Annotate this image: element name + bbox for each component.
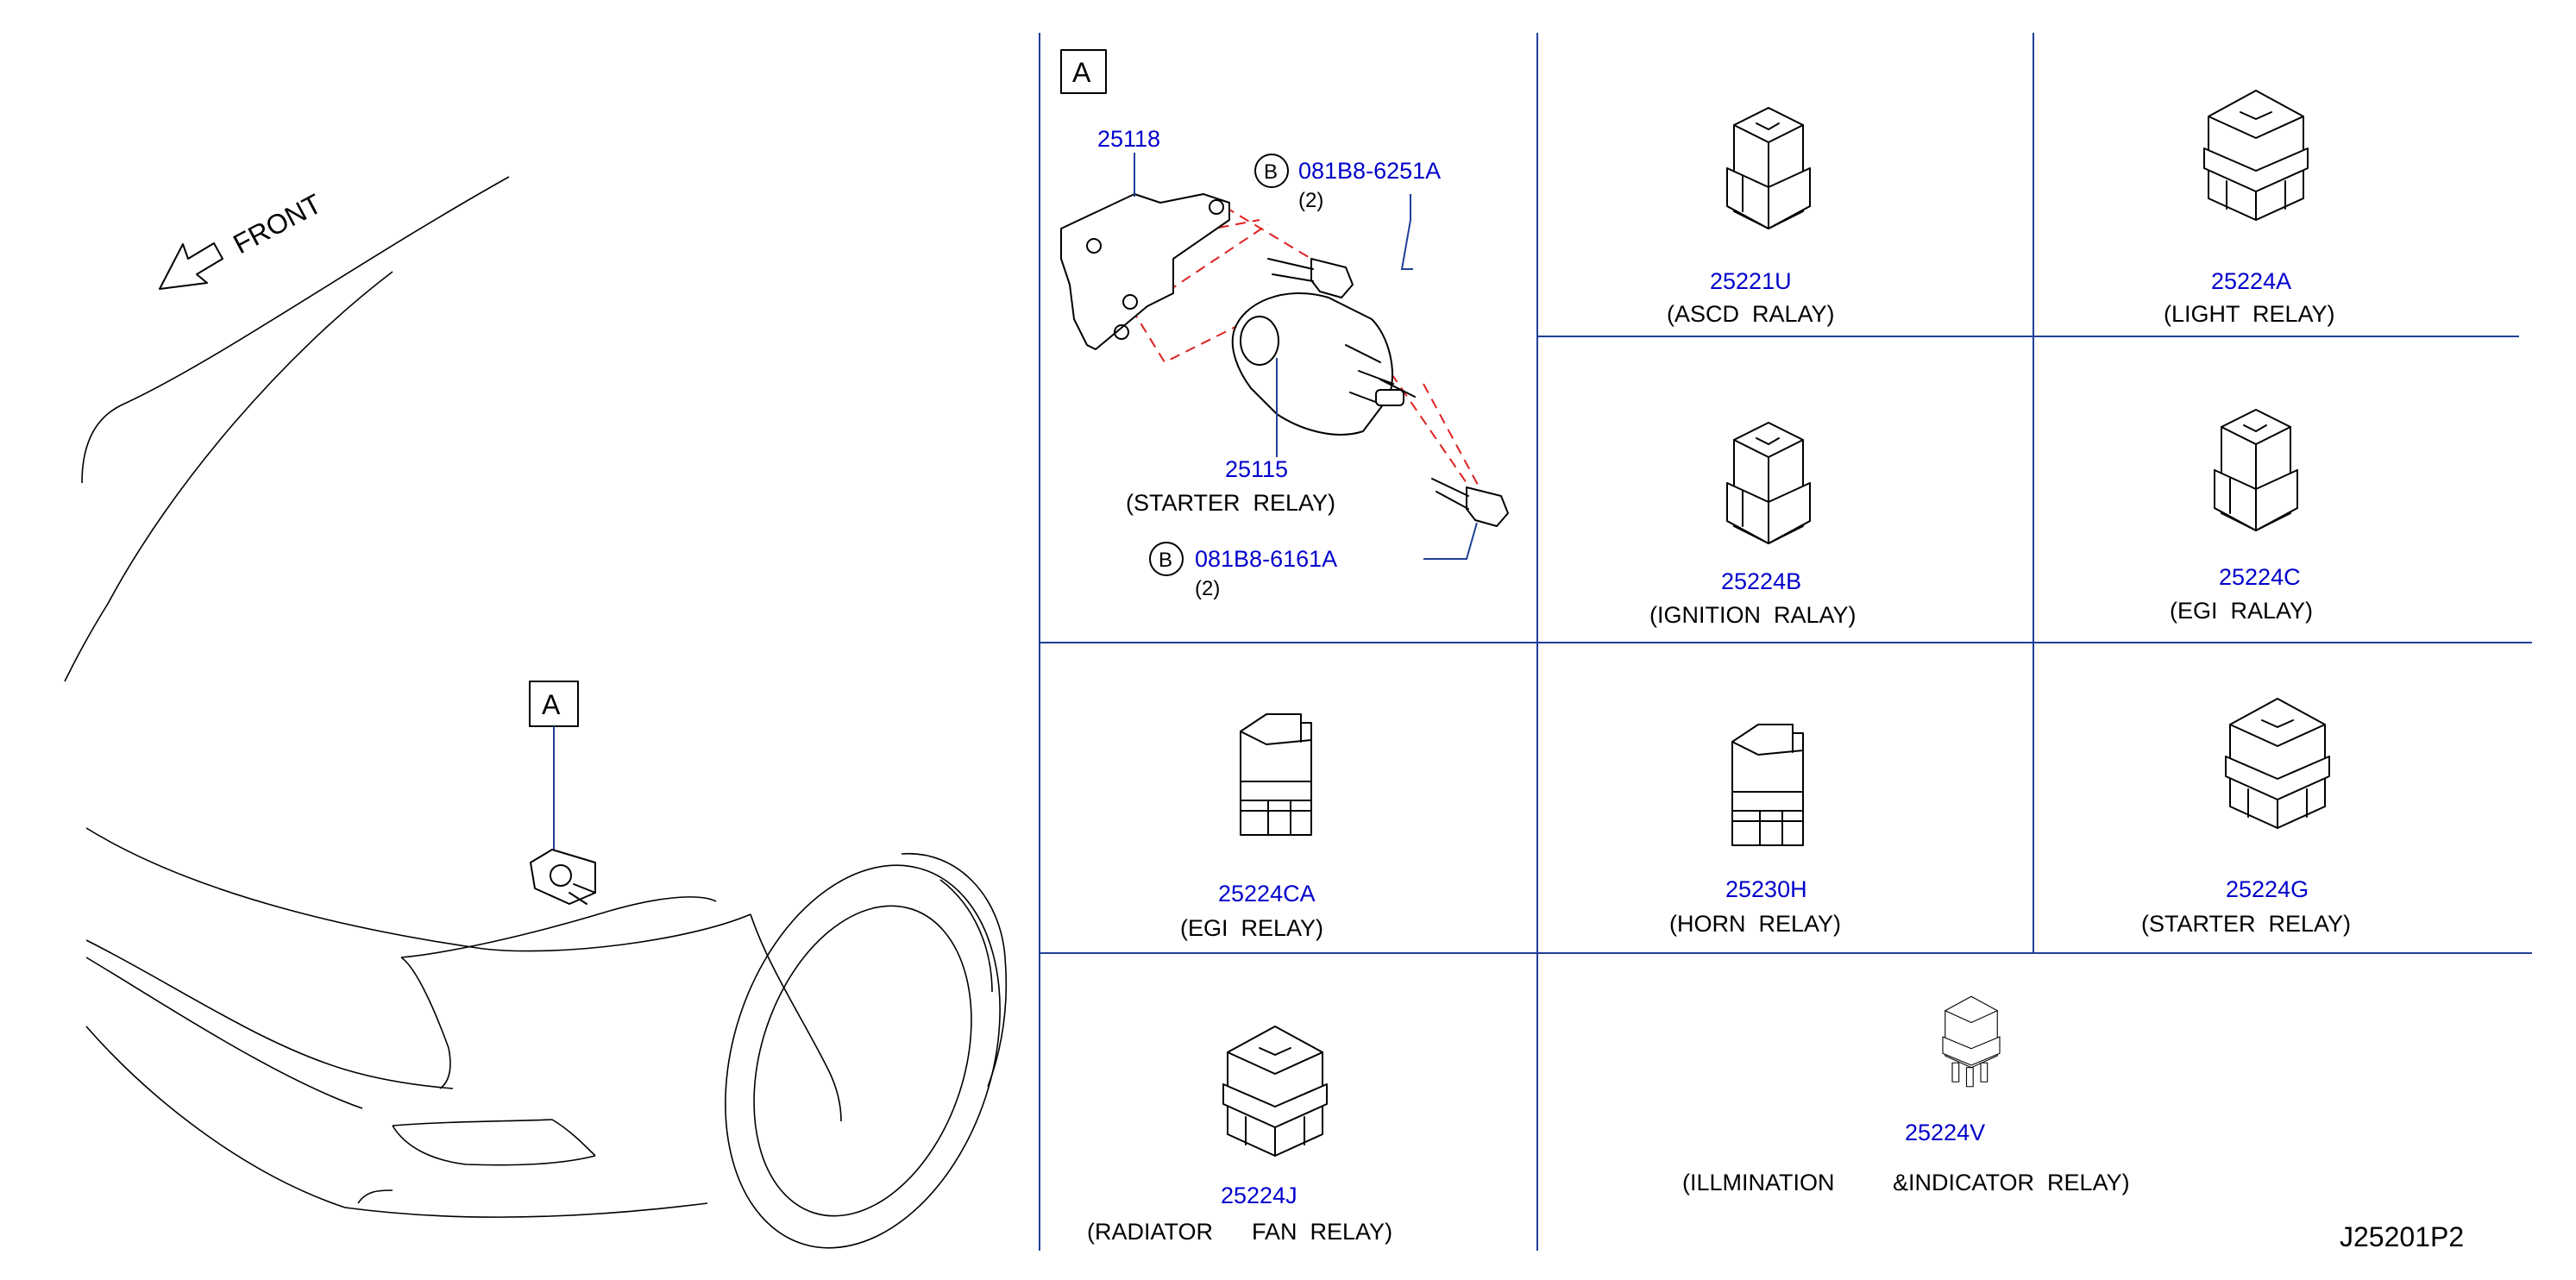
detail-label-box <box>1060 49 1107 94</box>
relay-description: (STARTER RELAY) <box>2141 911 2351 937</box>
bolt-upper-qty: (2) <box>1298 189 1323 212</box>
relay-25224j-icon <box>1222 1026 1328 1157</box>
relay-description: (ASCD RALAY) <box>1667 301 1835 327</box>
relay-part-number: 25224C <box>2219 564 2301 590</box>
bolt-upper-part-number: 081B8-6251A <box>1298 158 1441 184</box>
starter-relay-description: (STARTER RELAY) <box>1126 490 1335 516</box>
relay-part-number: 25224G <box>2226 876 2309 902</box>
relay-description: (EGI RELAY) <box>1180 915 1323 941</box>
relay-description: (RADIATOR FAN RELAY) <box>1087 1219 1392 1245</box>
relay-part-number: 25224B <box>1721 568 1801 594</box>
table-grid <box>1039 33 2532 1251</box>
relay-part-number: 25224CA <box>1218 881 1316 907</box>
leader-bolt-upper <box>1400 194 1413 270</box>
relay-25224g-icon <box>2225 698 2330 829</box>
vehicle-front-outline <box>64 176 1008 1249</box>
bolt-lower-part-number: 081B8-6161A <box>1195 546 1337 572</box>
relay-part-number: 25224A <box>2211 268 2291 294</box>
bolt-upper-marker: B <box>1264 160 1278 184</box>
starter-relay-part-number: 25115 <box>1225 456 1288 482</box>
front-label: FRONT <box>228 188 326 260</box>
relay-25230h-icon <box>1731 724 1804 846</box>
leader-bolt-lower <box>1423 522 1478 560</box>
bolt-lower-qty: (2) <box>1195 577 1220 600</box>
relay-part-number: 25224J <box>1221 1183 1297 1208</box>
front-arrow-icon <box>159 242 223 290</box>
relay-part-number: 25230H <box>1725 876 1807 902</box>
starter-relay-location-icon <box>530 849 596 905</box>
relay-25224ca-icon <box>1240 713 1312 836</box>
relay-25224c-icon <box>2214 409 2298 531</box>
bolt-lower-marker-circle <box>1149 542 1184 576</box>
bolt-lower-marker: B <box>1159 549 1172 572</box>
bracket-part-number: 25118 <box>1097 126 1160 152</box>
relay-25224b-icon <box>1726 422 1811 544</box>
bolt-upper-marker-circle <box>1254 154 1289 188</box>
callout-a-label: A <box>542 689 561 720</box>
relay-part-number: 25224V <box>1905 1120 1985 1145</box>
detail-label: A <box>1072 57 1091 88</box>
relay-description: (EGI RALAY) <box>2170 598 2313 624</box>
relay-part-number: 25221U <box>1710 268 1792 294</box>
relay-25221u-icon <box>1726 107 1811 229</box>
relay-25224v-icon <box>1942 995 2001 1088</box>
relay-description: (ILLMINATION &INDICATOR RELAY) <box>1682 1170 2130 1195</box>
relay-description: (LIGHT RELAY) <box>2164 301 2335 327</box>
relay-description: (IGNITION RALAY) <box>1649 602 1857 628</box>
starter-relay-assembly <box>1060 193 1509 527</box>
drawing-code: J25201P2 <box>2340 1221 2464 1252</box>
relay-25224a-icon <box>2203 90 2309 221</box>
relay-description: (HORN RELAY) <box>1669 911 1841 937</box>
